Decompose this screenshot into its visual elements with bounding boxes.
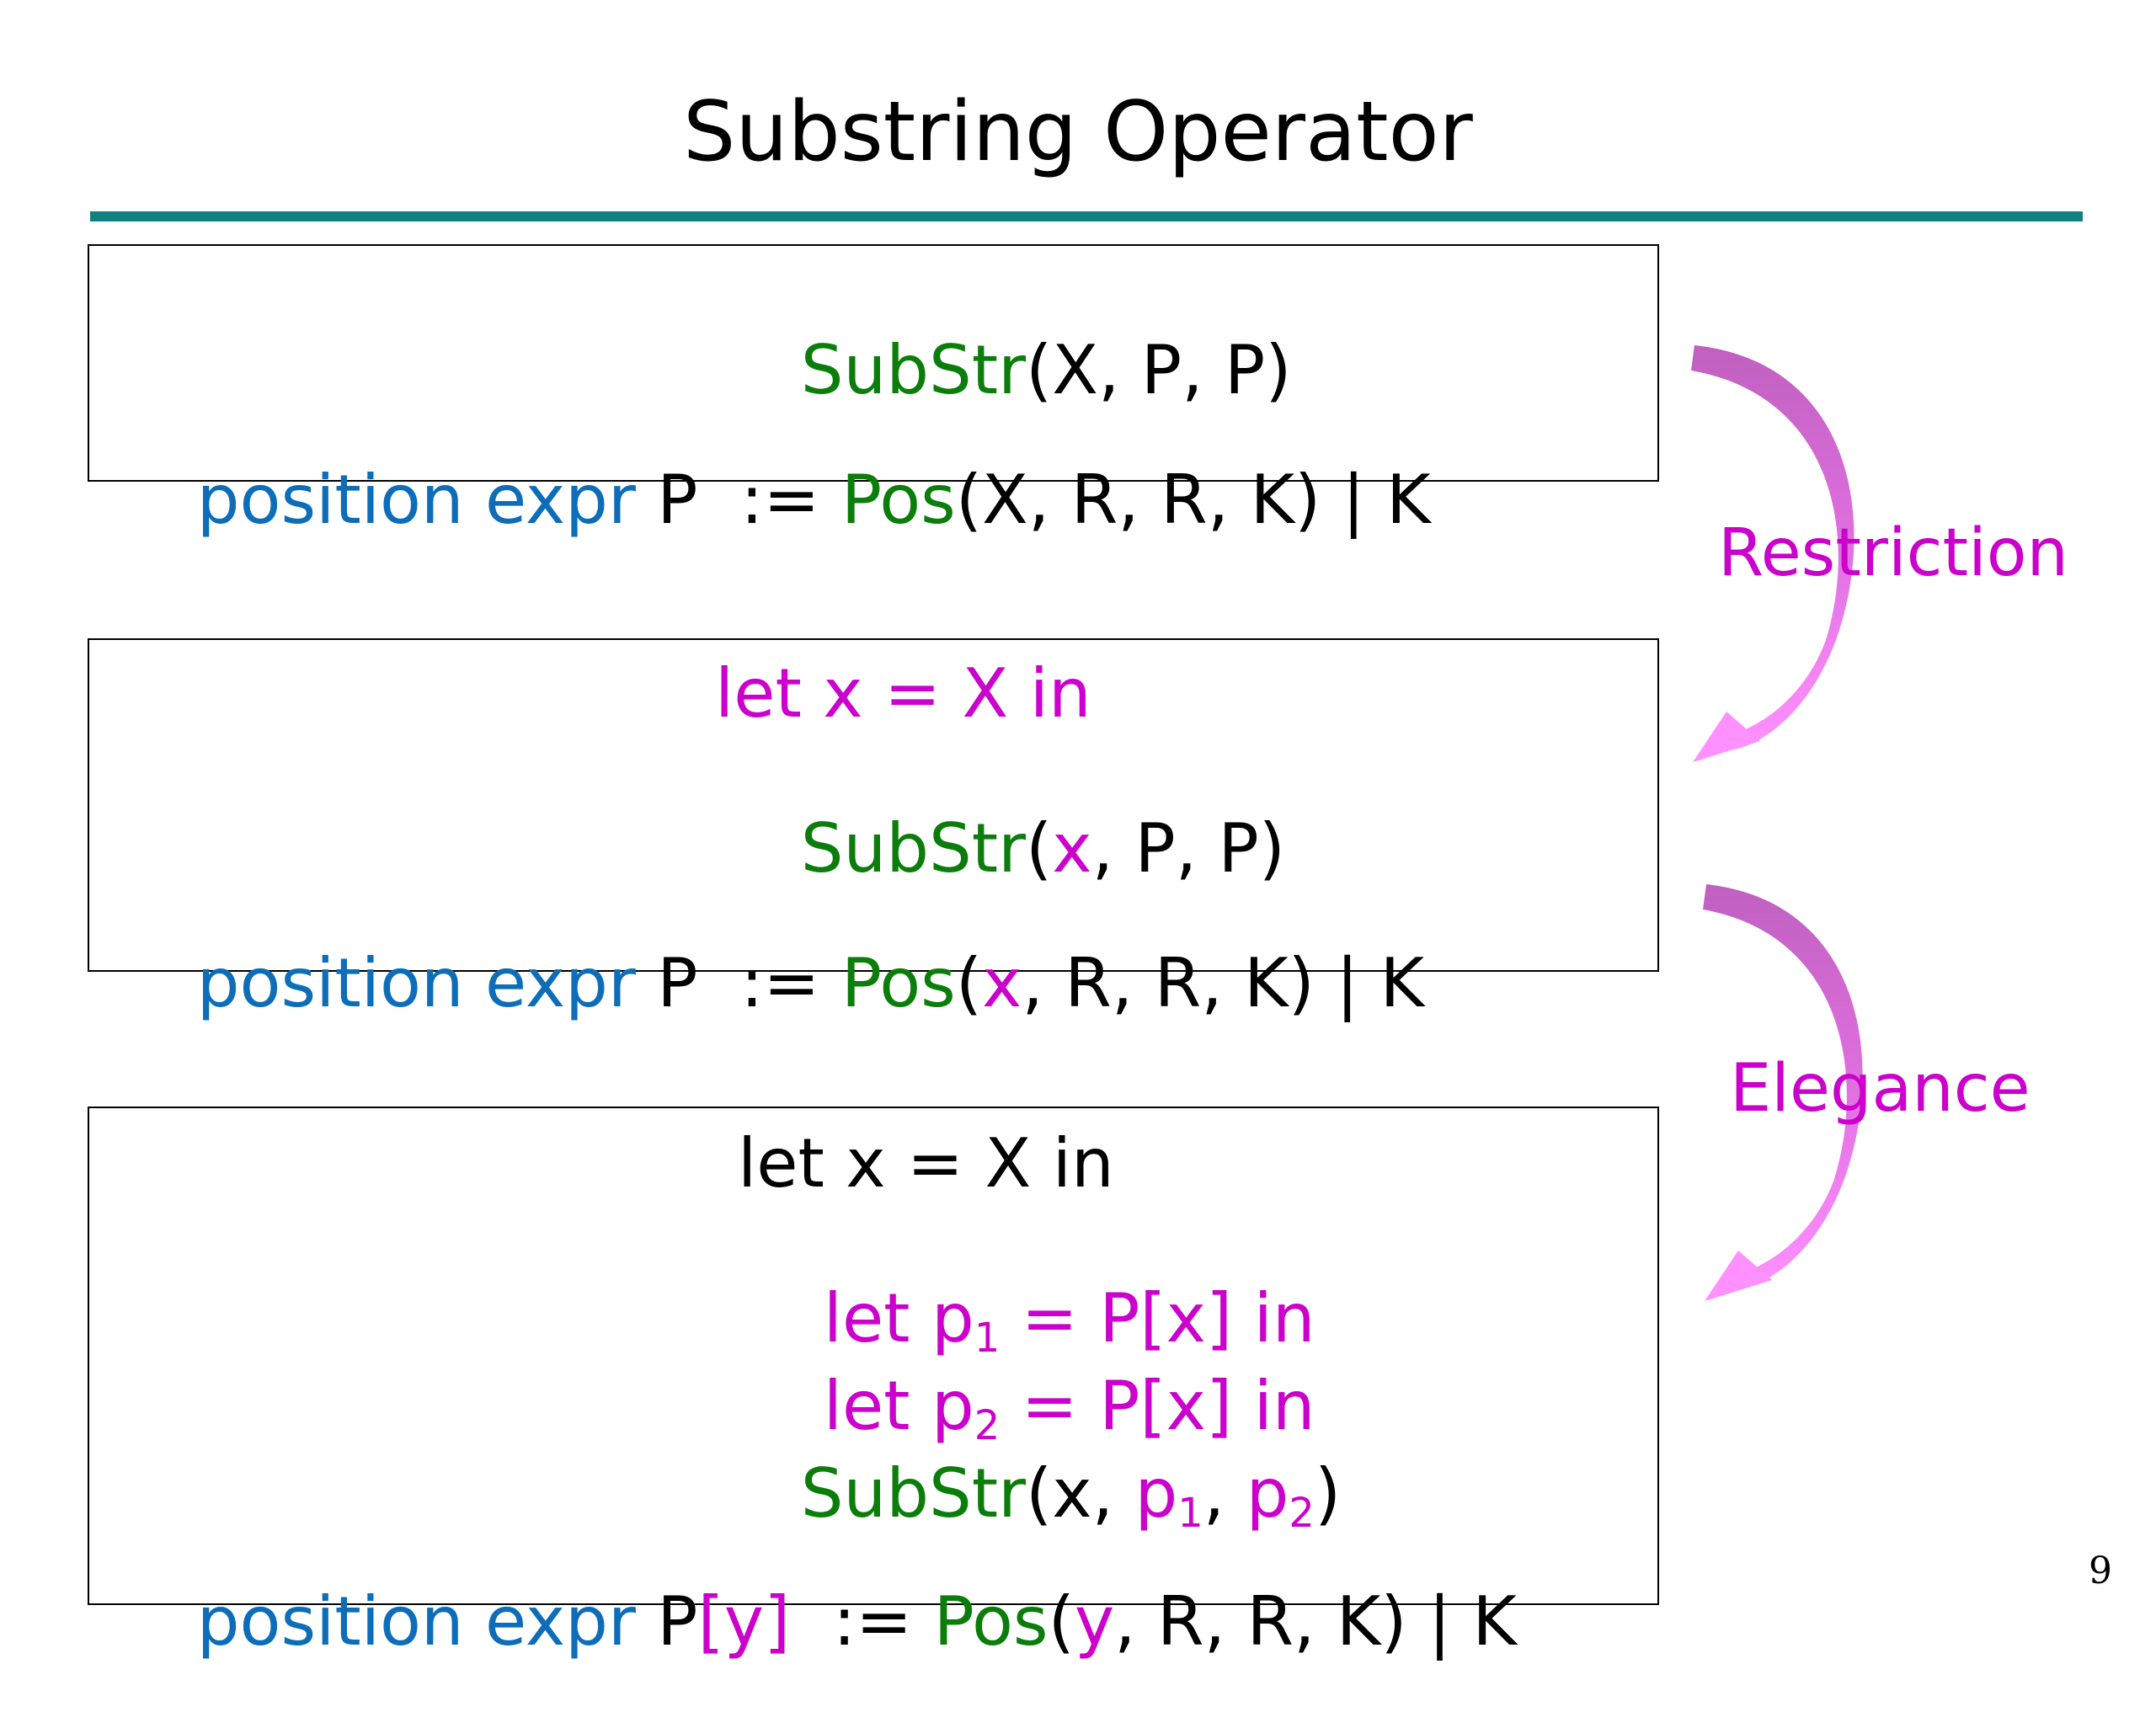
definition-operator: := [697,944,841,1022]
position-expr-rule: position expr P := Pos(x, R, R, K) | K [111,883,1424,1085]
substr-function: SubStr [800,809,1027,888]
let-x-line: let x = X in [738,1124,1114,1203]
pos-var-x: x [982,944,1022,1022]
substr-comma: , [1203,1454,1246,1533]
restriction-label: Restriction [1718,515,2068,591]
substr-p2: p2 [1246,1454,1315,1537]
position-expr-rule: position expr P := Pos(X, R, R, K) | K [111,399,1431,601]
restriction-arrow-icon [1691,345,1854,762]
pos-rest: , R, R, K) | K [1022,944,1425,1022]
subscript-2: 2 [974,1402,1001,1449]
let-p-rest: = P[x] in [1000,1279,1315,1357]
position-var: P [635,944,698,1022]
pos-function: Pos [841,944,956,1022]
let-p2-line: let p2 = P[x] in [738,1305,1315,1507]
pos-args: (X, R, R, K) | K [955,461,1431,539]
let-p-rest: = P[x] in [1000,1367,1315,1445]
substr-args: (X, P, P) [1026,331,1292,409]
position-expr-label: position expr [196,944,636,1022]
position-expr-label: position expr [196,461,636,539]
let-p-keyword: let p [823,1367,974,1445]
substr-function: SubStr [800,331,1027,409]
paren-open: ( [955,944,983,1022]
substr-close: ) [1314,1454,1342,1533]
substr-open: (x, [1026,1454,1135,1533]
slide-title: Substring Operator [683,84,1473,180]
pos-function: Pos [841,461,956,539]
substr-rest: , P, P) [1091,809,1286,888]
let-x-line: let x = X in [715,654,1091,733]
definition-operator: := [697,461,841,539]
grammar-box-elegance: let x = X in let p1 = P[x] in let p2 = P… [88,1107,1659,1656]
grammar-box-restriction: let x = X in SubStr(x, P, P) position ex… [88,638,1659,1017]
substr-p1: p1 [1134,1454,1203,1537]
substr-var-x: x [1052,809,1092,888]
grammar-box-original: SubStr(X, P, P) position expr P := Pos(X… [88,244,1659,534]
substr-expression: SubStr(x, p1, p2) [715,1393,1341,1595]
elegance-arrow-icon [1703,884,1863,1301]
position-var: P [635,461,698,539]
transformation-arrows [1691,345,1863,1301]
title-divider [90,211,2083,221]
paren-open: ( [1026,809,1053,888]
page-number: 9 [2089,1549,2112,1592]
substr-expression: SubStr(X, P, P) [715,269,1292,472]
elegance-label: Elegance [1730,1051,2031,1127]
let-p-keyword: let p [823,1279,974,1357]
let-p1-line: let p1 = P[x] in [738,1218,1315,1420]
subscript-1: 1 [974,1315,1001,1362]
substr-expression: SubStr(x, P, P) [715,748,1285,950]
substr-function: SubStr [800,1454,1027,1533]
